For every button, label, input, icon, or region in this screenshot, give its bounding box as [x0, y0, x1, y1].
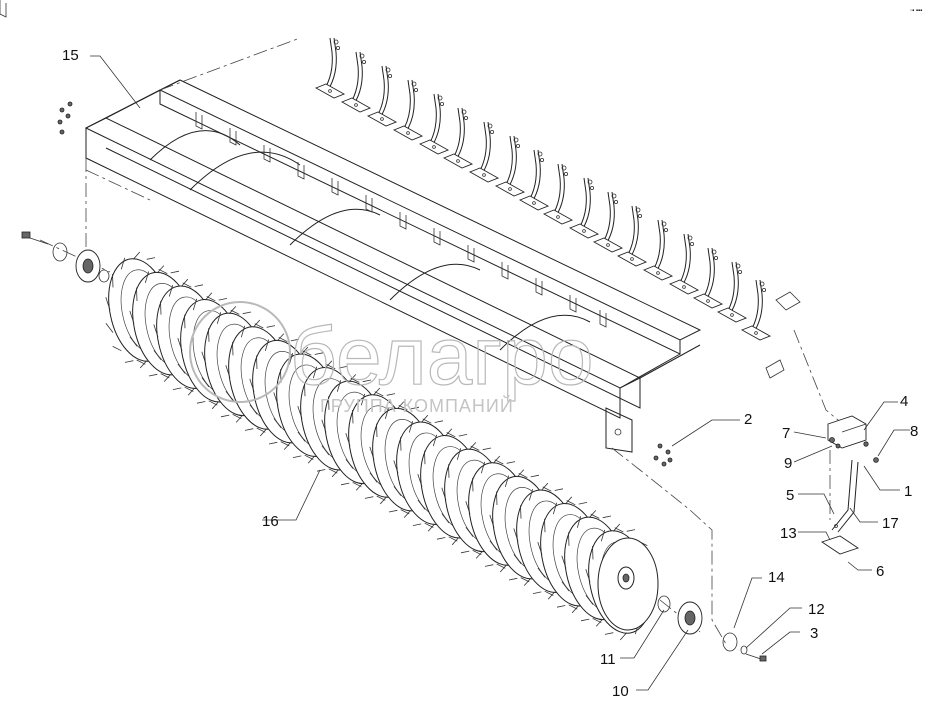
- watermark-subtitle: ГРУППА КОМПАНИЙ: [320, 395, 514, 416]
- tine-mount-detail: [820, 415, 879, 555]
- callout-10: 10: [612, 683, 629, 700]
- frame-assembly: [0, 0, 702, 467]
- callout-8: 8: [910, 423, 918, 440]
- callout-3: 3: [810, 625, 818, 642]
- roller-end-disc: [597, 537, 659, 631]
- bearing-left: [21, 231, 110, 283]
- callout-15: 15: [62, 47, 79, 64]
- callout-labels: 15 16 2 4 7 8 9 1 5 17 13 6 14 12 3 11 1…: [62, 47, 918, 700]
- callout-7: 7: [782, 425, 790, 442]
- callout-5: 5: [786, 487, 794, 504]
- callout-1: 1: [904, 483, 912, 500]
- callout-13: 13: [780, 525, 797, 542]
- callout-17: 17: [882, 515, 899, 532]
- tines-row: [315, 37, 801, 379]
- callout-9: 9: [784, 455, 792, 472]
- watermark: белагро ГРУППА КОМПАНИЙ: [189, 301, 594, 416]
- leader-lines: [90, 55, 910, 691]
- callout-11: 11: [600, 651, 616, 668]
- callout-16: 16: [262, 513, 279, 530]
- callout-14: 14: [768, 569, 785, 586]
- bearing-right: [657, 595, 767, 662]
- callout-6: 6: [876, 563, 884, 580]
- callout-12: 12: [808, 601, 825, 618]
- callout-2: 2: [744, 411, 752, 428]
- corner-mark: ◦▪ ▪▪▪: [910, 8, 922, 14]
- callout-4: 4: [900, 393, 908, 410]
- watermark-brand: белагро: [290, 311, 594, 402]
- roller-assembly: [105, 251, 659, 641]
